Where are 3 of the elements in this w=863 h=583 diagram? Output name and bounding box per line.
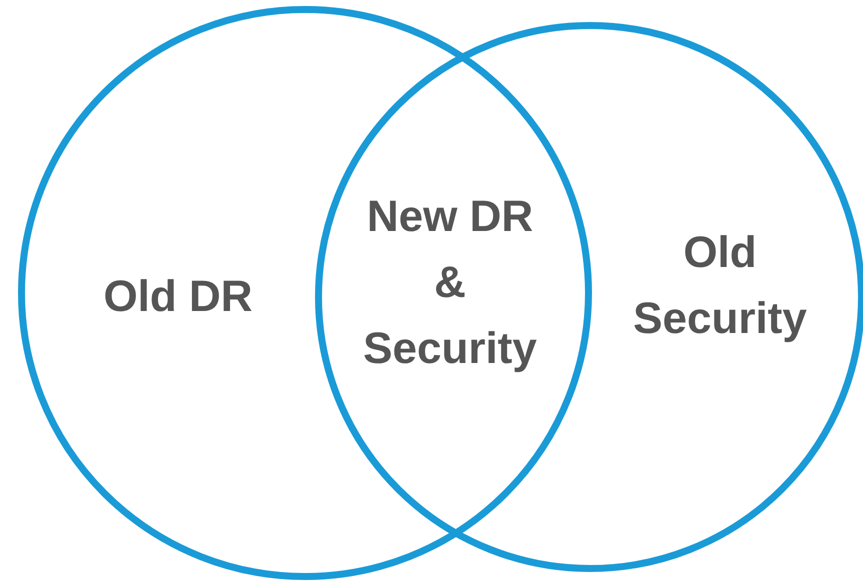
set-label: Old DR — [102, 271, 254, 323]
overlap-label: New DR & Security — [362, 191, 538, 375]
set-label: Old Security — [632, 227, 808, 345]
